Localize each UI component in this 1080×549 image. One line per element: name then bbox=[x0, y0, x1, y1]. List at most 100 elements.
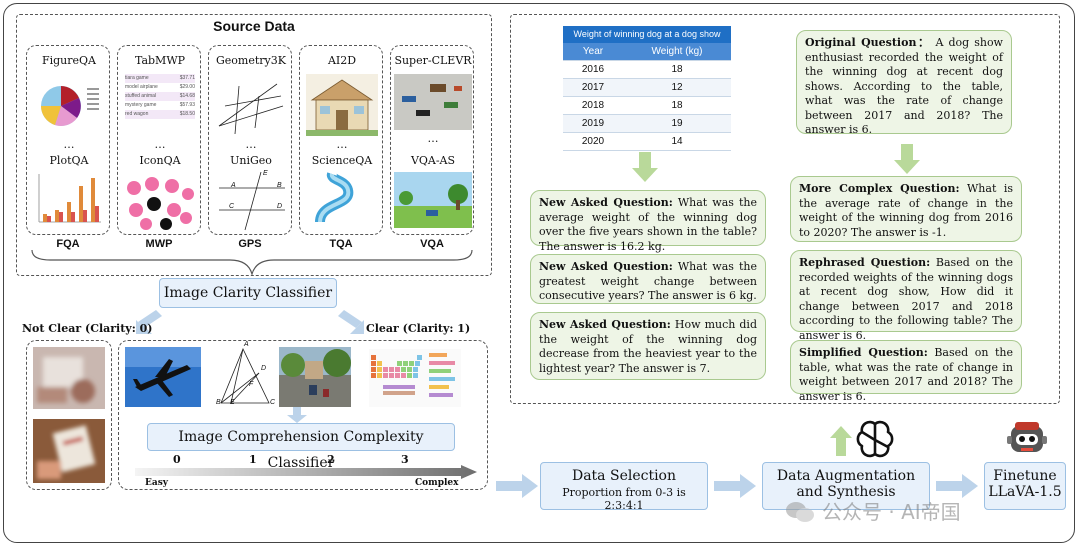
question-label: Rephrased Question: bbox=[799, 256, 931, 269]
question-text: What is the average rate of change in th… bbox=[799, 182, 1013, 239]
triangle-letter: F bbox=[249, 381, 254, 388]
down-arrow-small bbox=[287, 407, 307, 423]
dataset-card-mwp: TabMWP tiara game$37.71 model airplane$2… bbox=[117, 45, 201, 235]
triangle-diagram bbox=[220, 348, 270, 404]
geometry-thumbnail bbox=[218, 83, 284, 135]
question-label: New Asked Question: bbox=[539, 318, 671, 331]
tabmwp-table-thumbnail: tiara game$37.71 model airplane$29.00 st… bbox=[125, 74, 195, 119]
weight-table-title: Weight of winning dog at a dog show bbox=[563, 26, 731, 43]
outer-frame bbox=[3, 3, 1075, 543]
geo-letter: C bbox=[229, 203, 235, 210]
source-data-panel bbox=[16, 14, 492, 276]
complexity-classifier: Image Comprehension Complexity Classifie… bbox=[147, 423, 455, 471]
new-question-2: New Asked Question: What was the greates… bbox=[530, 254, 766, 304]
triangle-letter: A bbox=[244, 341, 249, 348]
complexity-gradient-arrow bbox=[135, 465, 477, 479]
triangle-letter: E bbox=[230, 399, 235, 406]
triangle-letter: C bbox=[270, 399, 276, 406]
new-question-3: New Asked Question: How much did the wei… bbox=[530, 312, 766, 380]
abbr-tqa: TQA bbox=[329, 238, 353, 250]
house-thumbnail bbox=[306, 74, 378, 136]
data-augmentation-line2: and Synthesis bbox=[796, 484, 896, 500]
table-cell-weight: 18 bbox=[623, 96, 731, 115]
geo-letter: B bbox=[277, 182, 282, 189]
dataset-label-iconqa: IconQA bbox=[139, 154, 181, 167]
question-text: What was the greatest weight change betw… bbox=[539, 260, 757, 302]
tabmwp-price: $18.50 bbox=[179, 111, 195, 117]
green-down-arrow-right bbox=[894, 144, 920, 174]
question-label: New Asked Question: bbox=[539, 260, 673, 273]
dataset-card-vqa: Super-CLEVR … VQA-AS bbox=[390, 45, 474, 235]
data-augmentation-line1: Data Augmentation bbox=[776, 468, 916, 484]
clarity-classifier-label: Image Clarity Classifier bbox=[163, 285, 333, 301]
tabmwp-item: red wagon bbox=[125, 111, 149, 117]
green-down-arrow-left bbox=[632, 152, 658, 182]
tabmwp-price: $37.71 bbox=[179, 75, 195, 81]
dataset-label-tabmwp: TabMWP bbox=[134, 54, 186, 67]
table-cell-weight: 14 bbox=[623, 132, 731, 151]
finetune-line1: Finetune bbox=[993, 468, 1057, 484]
robot-icon bbox=[1007, 422, 1047, 452]
tabmwp-item: mystery game bbox=[125, 102, 157, 108]
ellipsis-gps: … bbox=[245, 138, 257, 151]
data-augmentation-box: Data Augmentation and Synthesis bbox=[762, 462, 930, 510]
rephrased-question: Rephrased Question: Based on the recorde… bbox=[790, 250, 1022, 342]
dataset-label-geometry3k: Geometry3K bbox=[216, 54, 286, 67]
original-question: Original Question： A dog show enthusiast… bbox=[796, 30, 1012, 136]
table-cell-weight: 12 bbox=[623, 78, 731, 97]
brace-connector bbox=[31, 249, 473, 276]
dataset-label-plotqa: PlotQA bbox=[49, 154, 89, 167]
arrow-to-finetune bbox=[936, 474, 978, 498]
finetune-box: Finetune LLaVA-1.5 bbox=[984, 462, 1066, 510]
tabmwp-price: $57.93 bbox=[179, 102, 195, 108]
question-text: Based on the table, what was the rate of… bbox=[799, 346, 1013, 403]
blurry-image-2 bbox=[33, 419, 105, 483]
dataset-label-ai2d: AI2D bbox=[327, 54, 357, 67]
data-selection-proportion: Proportion from 0-3 is 2:3:4:1 bbox=[562, 486, 686, 512]
wechat-icon bbox=[786, 500, 816, 522]
complexity-tick-2: 2 bbox=[327, 453, 335, 466]
airplane-image bbox=[125, 347, 201, 407]
finetune-line2: LLaVA-1.5 bbox=[988, 484, 1062, 500]
triangle-letter: D bbox=[261, 365, 267, 372]
ellipsis-mwp: … bbox=[154, 138, 166, 151]
not-clear-label: Not Clear (Clarity: 0) bbox=[22, 322, 153, 335]
source-data-title: Source Data bbox=[213, 18, 295, 34]
tabmwp-price: $14.68 bbox=[179, 93, 195, 99]
water-slide-thumbnail bbox=[315, 172, 354, 223]
table-cell-year: 2018 bbox=[563, 96, 623, 115]
table-cell-year: 2019 bbox=[563, 114, 623, 133]
arrow-to-augmentation bbox=[714, 474, 756, 498]
data-selection-box: Data Selection Proportion from 0-3 is 2:… bbox=[540, 462, 708, 512]
clear-image-card: A B C D E F Image Comprehensio bbox=[118, 340, 488, 490]
question-label: Original Question： bbox=[805, 36, 931, 49]
easy-label: Easy bbox=[145, 478, 168, 488]
complex-label: Complex bbox=[415, 478, 459, 488]
dataset-label-scienceqa: ScienceQA bbox=[311, 154, 373, 167]
pie-chart-thumbnail bbox=[41, 86, 99, 126]
watermark-text: 公众号 · AI帝国 bbox=[822, 500, 961, 524]
table-header-year: Year bbox=[563, 43, 623, 61]
tabmwp-price: $29.00 bbox=[179, 84, 195, 90]
complexity-tick-3: 3 bbox=[401, 453, 409, 466]
clear-label: Clear (Clarity: 1) bbox=[366, 322, 471, 335]
table-header-weight: Weight (kg) bbox=[623, 43, 731, 61]
simplified-question: Simplified Question: Based on the table,… bbox=[790, 340, 1022, 403]
ellipsis-tqa: … bbox=[336, 138, 348, 151]
table-cell-year: 2020 bbox=[563, 132, 623, 151]
watermark: 公众号 · AI帝国 bbox=[786, 496, 961, 525]
question-text: How much did the weight of the winning d… bbox=[539, 318, 757, 375]
geo-letter: E bbox=[263, 170, 268, 177]
new-question-1: New Asked Question: What was the average… bbox=[530, 190, 766, 253]
tabmwp-item: stuffed animal bbox=[125, 93, 157, 99]
periodic-table-image bbox=[369, 349, 461, 407]
question-label: Simplified Question: bbox=[799, 346, 928, 359]
clarity-split-arrows bbox=[136, 310, 364, 334]
dataset-label-unigeo: UniGeo bbox=[230, 154, 272, 167]
table-cell-year: 2017 bbox=[563, 78, 623, 97]
abbr-fqa: FQA bbox=[56, 238, 80, 250]
image-clarity-classifier: Image Clarity Classifier bbox=[159, 278, 337, 308]
question-text: A dog show enthusiast recorded the weigh… bbox=[805, 36, 1003, 136]
